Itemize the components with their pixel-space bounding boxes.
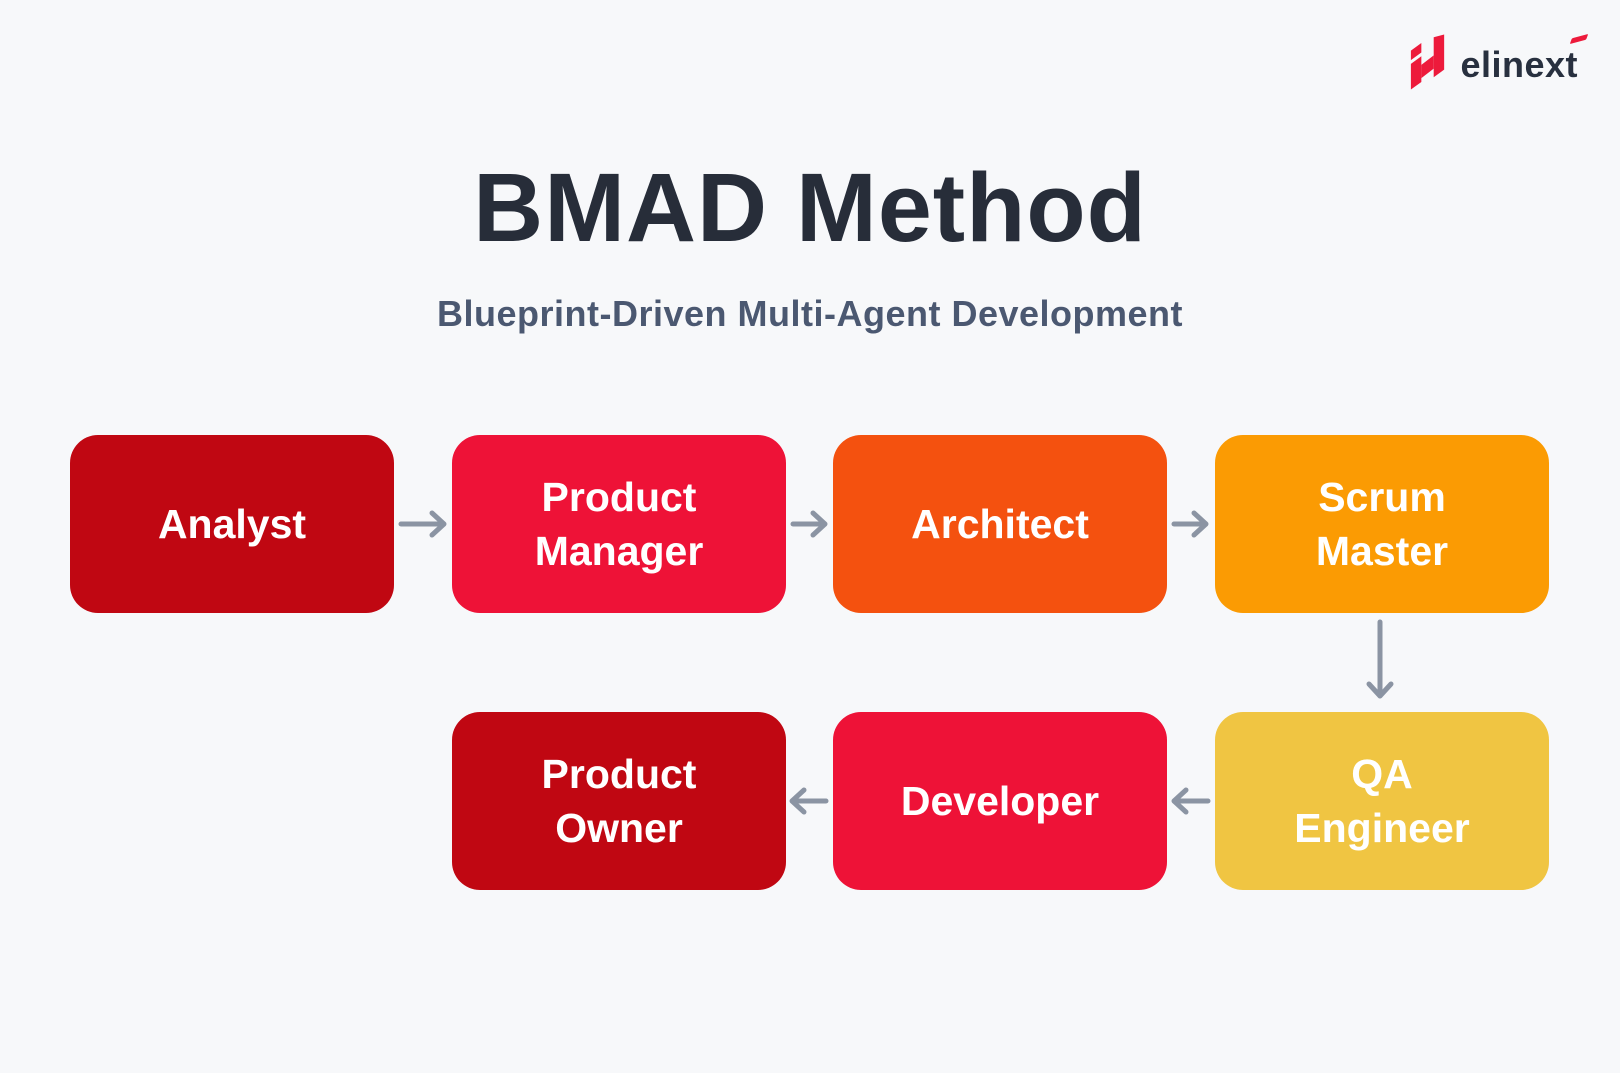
node-architect: Architect <box>833 435 1167 613</box>
node-label: Master <box>1315 528 1449 574</box>
node-label: Manager <box>534 528 704 574</box>
node-label: Product <box>541 750 697 797</box>
page-title: BMAD Method <box>473 153 1147 262</box>
node-product-manager: Product Manager <box>452 435 786 613</box>
arrow-architect-to-scrum-master <box>1171 510 1209 538</box>
node-label: Developer <box>900 777 1100 824</box>
node-scrum-master: Scrum Master <box>1215 435 1549 613</box>
node-label: Engineer <box>1294 805 1470 851</box>
node-developer: Developer <box>833 712 1167 890</box>
elinext-logo: elinext <box>1409 33 1589 90</box>
node-analyst: Analyst <box>70 435 394 613</box>
node-label: QA <box>1351 750 1413 797</box>
arrow-analyst-to-product-manager <box>398 510 447 538</box>
node-label: Architect <box>911 500 1089 547</box>
node-label: Product <box>541 473 697 520</box>
node-product-owner: Product Owner <box>452 712 786 890</box>
page-subtitle: Blueprint-Driven Multi-Agent Development <box>436 293 1184 334</box>
arrow-product-manager-to-architect <box>790 510 828 538</box>
node-label: Analyst <box>157 500 307 547</box>
node-label: Scrum <box>1318 473 1446 520</box>
elinext-logo-wordmark: elinext <box>1460 44 1578 85</box>
node-qa-engineer: QA Engineer <box>1215 712 1549 890</box>
node-label: Owner <box>555 805 683 851</box>
arrow-developer-to-product-owner <box>789 787 829 815</box>
elinext-logo-icon <box>1409 34 1447 90</box>
arrow-scrum-master-to-qa-engineer <box>1366 619 1394 699</box>
arrow-qa-engineer-to-developer <box>1171 787 1211 815</box>
